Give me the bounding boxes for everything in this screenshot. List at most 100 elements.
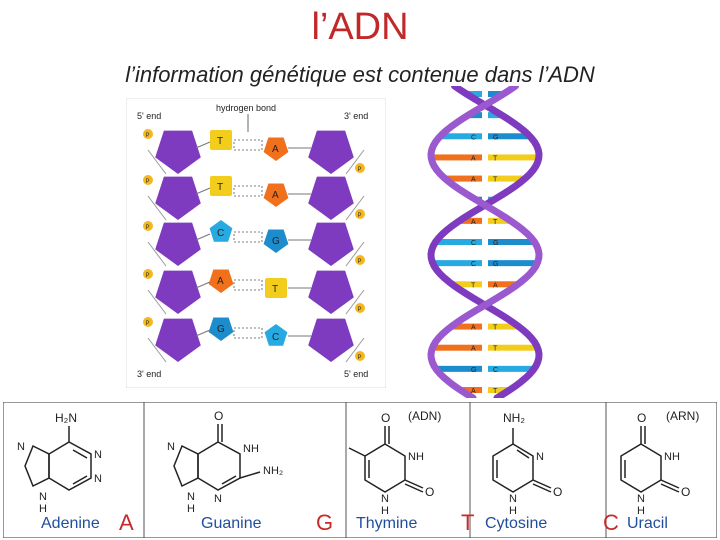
uracil-n: N bbox=[637, 493, 645, 505]
ladder-base-left-1 bbox=[210, 176, 232, 196]
cytosine-h: H bbox=[509, 505, 517, 517]
ladder-base-left-0 bbox=[210, 130, 232, 150]
thymine-letter: T bbox=[461, 510, 474, 535]
top-left-end-label: 5' end bbox=[137, 111, 161, 121]
phosphate-right-2 bbox=[355, 255, 365, 265]
helix-rung-left-letter-14: A bbox=[471, 388, 476, 395]
helix-rung-left-6 bbox=[459, 217, 482, 224]
backbone-right-3 bbox=[345, 289, 365, 315]
ladder-base-right-letter-1: A bbox=[272, 190, 279, 201]
adenine-h2n: H₂N bbox=[55, 411, 77, 425]
helix-rung-right-6 bbox=[488, 217, 511, 224]
ladder-hbond-1 bbox=[233, 185, 263, 197]
hydrogen-bond-label: hydrogen bond bbox=[216, 103, 276, 113]
adenine-n7: N bbox=[17, 441, 25, 453]
ladder-base-right-3 bbox=[265, 278, 287, 298]
helix-rung-right-letter-8: G bbox=[493, 261, 498, 268]
sugar-right-0 bbox=[308, 130, 354, 174]
helix-rung-left-letter-11: A bbox=[471, 325, 476, 332]
guanine-n9: N bbox=[187, 491, 195, 503]
sugar-right-4 bbox=[308, 318, 354, 362]
ladder-link-left-4 bbox=[195, 329, 211, 337]
helix-rung-left-letter-13: G bbox=[471, 367, 476, 374]
adenine-n3: N bbox=[94, 473, 102, 485]
sugar-right-1 bbox=[308, 176, 354, 220]
cytosine-structure bbox=[492, 428, 552, 493]
backbone-left-3 bbox=[147, 289, 167, 315]
helix-rung-right-12 bbox=[488, 344, 538, 351]
ladder-hbond-0 bbox=[233, 139, 263, 151]
slide-subtitle: l’information génétique est contenue dan… bbox=[125, 62, 595, 87]
helix-rung-left-12 bbox=[432, 344, 482, 351]
phosphate-left-label-0: P bbox=[146, 133, 150, 139]
bases-frame bbox=[3, 402, 717, 538]
helix-rung-left-letter-4: A bbox=[471, 177, 476, 184]
thymine-o1: O bbox=[381, 411, 390, 425]
top-right-end-label: 3' end bbox=[344, 111, 368, 121]
ladder-base-right-letter-3: T bbox=[272, 284, 278, 295]
thymine-o2: O bbox=[425, 485, 434, 499]
phosphate-right-3 bbox=[355, 303, 365, 313]
ladder-base-right-2 bbox=[263, 229, 289, 253]
adenine-h: H bbox=[39, 503, 47, 515]
helix-rung-left-3 bbox=[431, 154, 482, 161]
ladder-base-left-4 bbox=[208, 317, 234, 341]
helix-rung-right-letter-4: T bbox=[493, 177, 498, 184]
nucleobase-panel: (ADN) (ARN) H₂N N N N H N O NH NH₂ N N N… bbox=[3, 402, 717, 538]
phosphate-left-label-4: P bbox=[146, 321, 150, 327]
ladder-link-left-3 bbox=[195, 281, 211, 289]
helix-rung-right-letter-12: T bbox=[493, 346, 498, 353]
phosphate-right-label-0: P bbox=[358, 167, 362, 173]
helix-rung-left-8 bbox=[432, 260, 482, 267]
adenine-letter: A bbox=[119, 510, 134, 535]
helix-rung-right-letter-11: T bbox=[493, 325, 498, 332]
sugar-left-2 bbox=[155, 222, 201, 266]
guanine-n7: N bbox=[167, 441, 175, 453]
ladder-hbond-4 bbox=[233, 327, 263, 339]
helix-rung-left-2 bbox=[440, 133, 482, 140]
cytosine-o: O bbox=[553, 485, 562, 499]
sugar-left-0 bbox=[155, 130, 201, 174]
uracil-nh: NH bbox=[664, 451, 680, 463]
backbone-right-2 bbox=[345, 241, 365, 267]
helix-rung-left-13 bbox=[435, 365, 482, 372]
helix-rung-left-11 bbox=[451, 323, 482, 330]
guanine-letter: G bbox=[316, 510, 333, 535]
guanine-o: O bbox=[214, 409, 223, 423]
helix-rung-left-9 bbox=[452, 281, 482, 288]
helix-rung-left-letter-7: C bbox=[471, 240, 476, 247]
cytosine-n1: N bbox=[509, 493, 517, 505]
helix-rung-left-letter-6: A bbox=[471, 219, 476, 226]
ladder-base-right-4 bbox=[264, 324, 288, 346]
helix-rung-left-letter-9: T bbox=[471, 282, 476, 289]
uracil-structure bbox=[620, 426, 680, 493]
thymine-structure bbox=[348, 426, 424, 493]
phosphate-right-4 bbox=[355, 351, 365, 361]
dna-ladder-diagram: hydrogen bond 5' end 3' end 3' end 5' en… bbox=[126, 98, 386, 388]
phosphate-left-4 bbox=[143, 317, 153, 327]
backbone-right-4 bbox=[345, 337, 365, 363]
phosphate-right-0 bbox=[355, 163, 365, 173]
uracil-name: Uracil bbox=[627, 515, 668, 532]
ladder-base-right-letter-0: A bbox=[272, 144, 279, 155]
guanine-h: H bbox=[187, 503, 195, 515]
ladder-base-left-letter-1: T bbox=[217, 182, 223, 193]
helix-rung-right-letter-6: T bbox=[493, 219, 498, 226]
phosphate-left-3 bbox=[143, 269, 153, 279]
ladder-link-left-1 bbox=[195, 187, 211, 195]
phosphate-left-label-1: P bbox=[146, 179, 150, 185]
helix-rung-left-letter-12: A bbox=[471, 346, 476, 353]
helix-rung-right-14 bbox=[488, 387, 510, 393]
backbone-right-1 bbox=[345, 195, 365, 221]
phosphate-right-label-3: P bbox=[358, 307, 362, 313]
ladder-base-left-letter-3: A bbox=[217, 276, 224, 287]
ladder-base-left-3 bbox=[208, 269, 234, 293]
sugar-left-3 bbox=[155, 270, 201, 314]
sugar-left-4 bbox=[155, 318, 201, 362]
thymine-name: Thymine bbox=[356, 515, 417, 532]
helix-rung-left-letter-2: C bbox=[471, 134, 476, 141]
phosphate-right-1 bbox=[355, 209, 365, 219]
ladder-base-left-letter-2: C bbox=[217, 228, 224, 239]
arn-label: (ARN) bbox=[666, 409, 699, 423]
